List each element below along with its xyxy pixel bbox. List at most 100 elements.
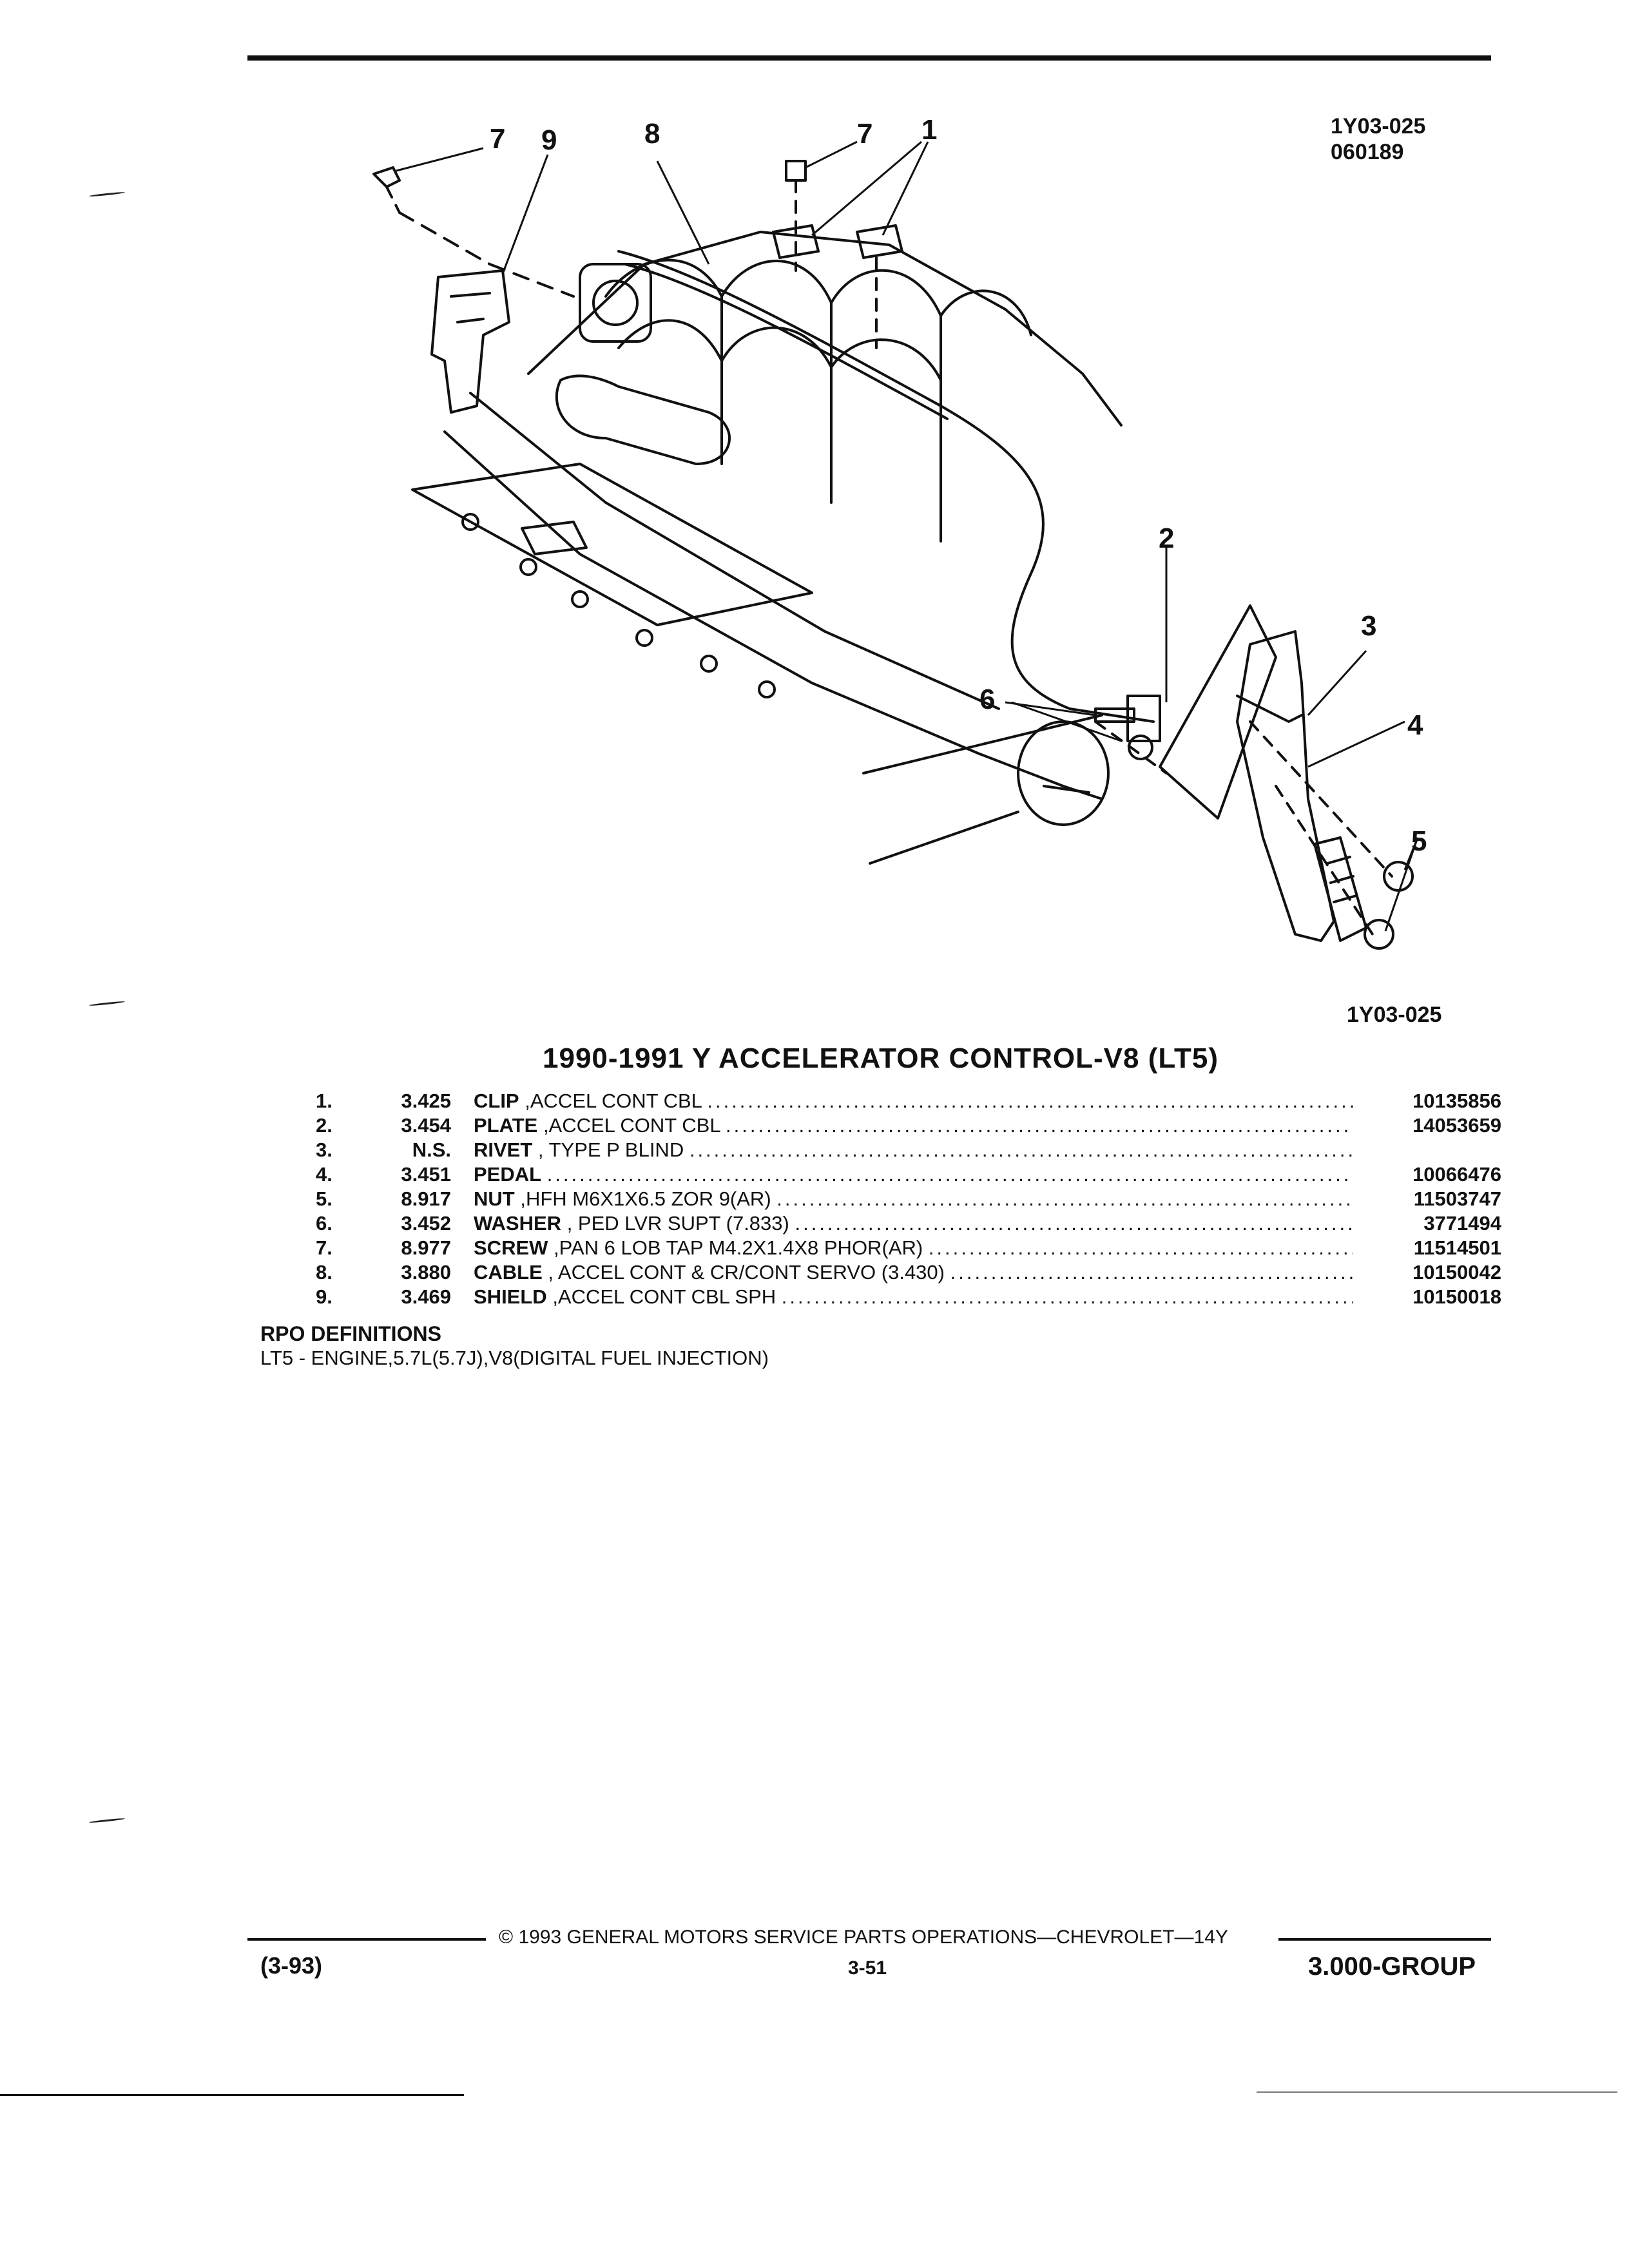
part-description: RIVET , TYPE P BLIND ...................… bbox=[474, 1139, 1353, 1161]
part-ref: 3.454 bbox=[401, 1114, 451, 1137]
parts-row: 2. 3.454 PLATE ,ACCEL CONT CBL .........… bbox=[316, 1113, 1501, 1138]
part-ref: 3.880 bbox=[401, 1261, 451, 1283]
engine-outline bbox=[469, 392, 1000, 710]
leader-5 bbox=[1384, 837, 1419, 932]
rpo-definition: LT5 - ENGINE,5.7L(5.7J),V8(DIGITAL FUEL … bbox=[260, 1347, 769, 1369]
firewall-panel bbox=[1159, 604, 1277, 820]
part-index: 4. bbox=[316, 1163, 333, 1186]
accelerator-control-diagram: 7 9 8 7 1 2 3 4 6 5 bbox=[372, 114, 1427, 950]
parts-row: 1. 3.425 CLIP ,ACCEL CONT CBL ..........… bbox=[316, 1089, 1501, 1113]
footer-rule-right bbox=[1278, 1938, 1491, 1941]
part-name: WASHER bbox=[474, 1212, 562, 1235]
callout-7-right: 7 bbox=[857, 118, 872, 149]
intake-runners bbox=[604, 258, 1032, 336]
part-detail: ,ACCEL CONT CBL bbox=[543, 1114, 720, 1137]
bottom-rule-right bbox=[1257, 2091, 1617, 2093]
part-index: 1. bbox=[316, 1090, 333, 1112]
part-description: SHIELD ,ACCEL CONT CBL SPH .............… bbox=[474, 1285, 1353, 1308]
part-description: CABLE , ACCEL CONT & CR/CONT SERVO (3.43… bbox=[474, 1261, 1353, 1283]
intake-runners bbox=[720, 295, 942, 543]
callout-9: 9 bbox=[541, 124, 557, 156]
part-ref: 3.451 bbox=[401, 1163, 451, 1186]
firewall-grommet bbox=[1017, 720, 1110, 826]
engine-outline bbox=[527, 231, 1123, 427]
part-detail: , PED LVR SUPT (7.833) bbox=[566, 1212, 789, 1235]
leader-1 bbox=[811, 140, 929, 236]
part-number: 10066476 bbox=[1412, 1163, 1501, 1186]
screw-lower bbox=[1043, 785, 1090, 794]
accelerator-cable bbox=[617, 250, 1155, 723]
part-description: CLIP ,ACCEL CONT CBL ...................… bbox=[474, 1090, 1353, 1112]
screw-left bbox=[372, 166, 401, 188]
part-description: PLATE ,ACCEL CONT CBL ..................… bbox=[474, 1114, 1353, 1137]
part-name: PEDAL bbox=[474, 1163, 542, 1186]
nut bbox=[1383, 861, 1414, 892]
part-ref: 3.425 bbox=[401, 1090, 451, 1112]
callout-1: 1 bbox=[921, 114, 937, 146]
parts-row: 4. 3.451 PEDAL .........................… bbox=[316, 1162, 1501, 1187]
callout-7-left: 7 bbox=[490, 123, 505, 155]
footer-group: 3.000-GROUP bbox=[1308, 1952, 1476, 1981]
top-rule bbox=[247, 55, 1491, 61]
callout-4: 4 bbox=[1407, 709, 1423, 741]
nut bbox=[1364, 919, 1394, 950]
parts-row: 3. N.S. RIVET , TYPE P BLIND ...........… bbox=[316, 1138, 1501, 1162]
part-number: 10150018 bbox=[1412, 1285, 1501, 1308]
throttle-body bbox=[579, 263, 652, 343]
margin-mark bbox=[88, 191, 126, 197]
part-detail: , ACCEL CONT & CR/CONT SERVO (3.430) bbox=[548, 1261, 945, 1283]
leader-9 bbox=[501, 154, 549, 274]
engine-outline bbox=[443, 430, 1103, 800]
callout-6: 6 bbox=[979, 684, 995, 715]
washer bbox=[1094, 707, 1135, 723]
part-description: PEDAL ..................................… bbox=[474, 1163, 1353, 1186]
part-index: 9. bbox=[316, 1285, 333, 1308]
firewall-line bbox=[862, 714, 1103, 865]
part-detail: ,HFH M6X1X6.5 ZOR 9(AR) bbox=[520, 1187, 771, 1210]
part-description: WASHER , PED LVR SUPT (7.833) ..........… bbox=[474, 1212, 1353, 1235]
part-index: 7. bbox=[316, 1236, 333, 1259]
footer-revision: (3-93) bbox=[260, 1952, 323, 1979]
parts-row: 7. 8.977 SCREW ,PAN 6 LOB TAP M4.2X1.4X8… bbox=[316, 1236, 1501, 1260]
part-name: NUT bbox=[474, 1187, 515, 1210]
rivet bbox=[1236, 695, 1303, 723]
margin-mark bbox=[88, 1818, 126, 1823]
part-description: SCREW ,PAN 6 LOB TAP M4.2X1.4X8 PHOR(AR)… bbox=[474, 1236, 1353, 1259]
valve-cover bbox=[411, 463, 813, 626]
footer-page-number: 3-51 bbox=[848, 1957, 887, 1979]
clip bbox=[856, 224, 903, 259]
part-number: 10135856 bbox=[1412, 1090, 1501, 1112]
parts-row: 5. 8.917 NUT ,HFH M6X1X6.5 ZOR 9(AR) ...… bbox=[316, 1187, 1501, 1211]
emblem bbox=[521, 521, 588, 555]
part-description: NUT ,HFH M6X1X6.5 ZOR 9(AR) ............… bbox=[474, 1187, 1353, 1210]
part-index: 5. bbox=[316, 1187, 333, 1210]
part-detail: , TYPE P BLIND bbox=[537, 1139, 684, 1161]
diagram-caption: 1Y03-025 bbox=[1347, 1003, 1442, 1027]
part-ref: 8.977 bbox=[401, 1236, 451, 1259]
part-name: SHIELD bbox=[474, 1285, 547, 1308]
callout-3: 3 bbox=[1361, 610, 1376, 642]
part-index: 6. bbox=[316, 1212, 333, 1235]
pedal-pad bbox=[1313, 836, 1367, 942]
pedal-lever bbox=[1236, 630, 1335, 942]
rpo-heading: RPO DEFINITIONS bbox=[260, 1322, 441, 1345]
section-title: 1990-1991 Y ACCELERATOR CONTROL-V8 (LT5) bbox=[543, 1043, 1219, 1074]
part-number: 10150042 bbox=[1412, 1261, 1501, 1283]
part-name: RIVET bbox=[474, 1139, 533, 1161]
leader-8 bbox=[656, 160, 710, 265]
parts-list: 1. 3.425 CLIP ,ACCEL CONT CBL ..........… bbox=[316, 1089, 1501, 1309]
parts-row: 9. 3.469 SHIELD ,ACCEL CONT CBL SPH ....… bbox=[316, 1285, 1501, 1309]
throttle-body-port bbox=[592, 280, 639, 326]
illustration-code-line-1: 1Y03-025 bbox=[1331, 114, 1426, 139]
part-name: PLATE bbox=[474, 1114, 538, 1137]
screw-right bbox=[785, 160, 807, 182]
cable-plate bbox=[1126, 695, 1161, 742]
air-tube bbox=[555, 374, 731, 465]
leader-7-right bbox=[805, 140, 858, 169]
part-detail: ,PAN 6 LOB TAP M4.2X1.4X8 PHOR(AR) bbox=[554, 1236, 923, 1259]
leader-7-left bbox=[396, 147, 484, 172]
part-name: CLIP bbox=[474, 1090, 519, 1112]
part-detail: ,ACCEL CONT CBL bbox=[525, 1090, 702, 1112]
part-name: SCREW bbox=[474, 1236, 548, 1259]
part-number: 11514501 bbox=[1413, 1236, 1501, 1259]
